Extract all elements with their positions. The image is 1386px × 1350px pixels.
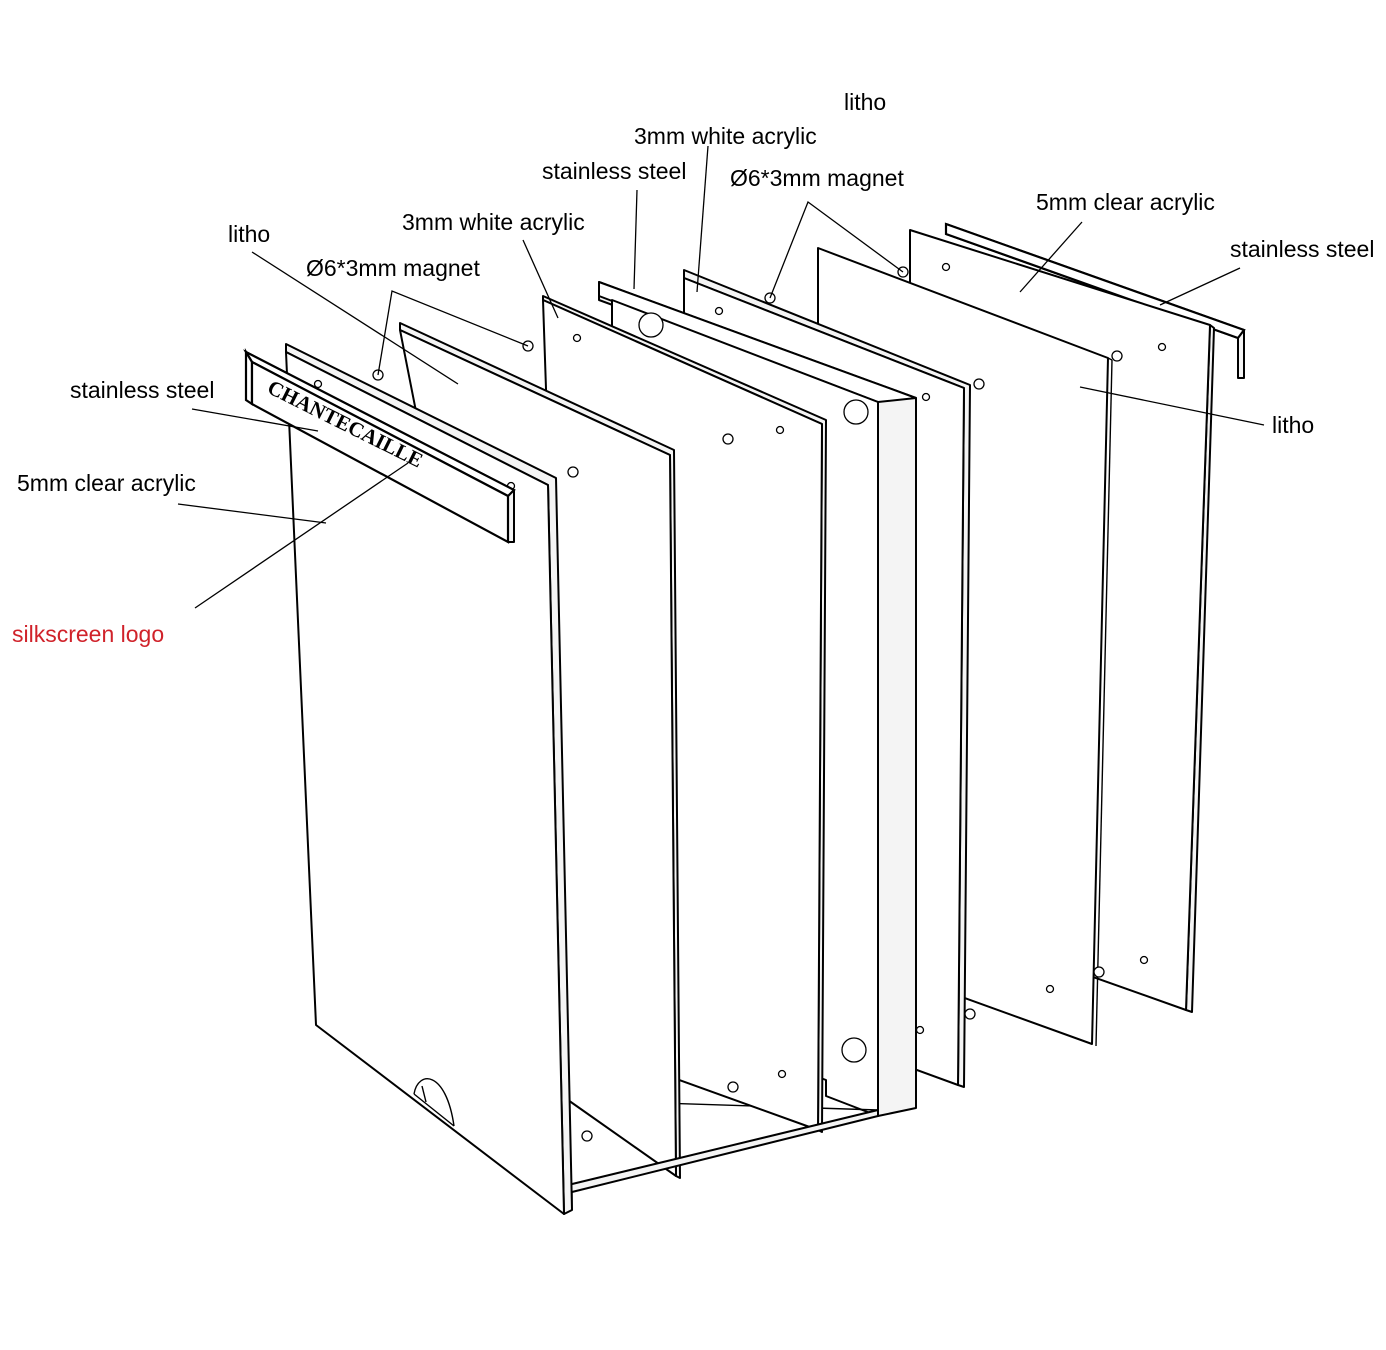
magnet — [1111, 350, 1123, 362]
screw-hole — [1139, 955, 1149, 965]
magnet — [581, 1130, 593, 1142]
screw-hole — [1157, 342, 1167, 352]
back-stainless-steel-strip — [944, 222, 1246, 379]
magnet — [973, 378, 985, 390]
label-stainless-steel-mid: stainless steel — [542, 158, 686, 184]
frame-hole — [843, 399, 869, 425]
screw-hole — [1045, 984, 1055, 994]
label-stainless-steel-right: stainless steel — [1230, 236, 1374, 262]
screw-hole — [313, 379, 323, 389]
label-white-acrylic-left: 3mm white acrylic — [402, 209, 585, 235]
screw-hole — [941, 262, 951, 272]
screw-hole — [714, 306, 724, 316]
frame-hole — [638, 312, 664, 338]
screw-hole — [915, 1025, 925, 1035]
frame-hole — [841, 1037, 867, 1063]
label-magnet-top: Ø6*3mm magnet — [730, 165, 904, 191]
label-white-acrylic-top: 3mm white acrylic — [634, 123, 817, 149]
magnet — [727, 1081, 739, 1093]
magnet — [567, 466, 579, 478]
label-clear-acrylic-top: 5mm clear acrylic — [1036, 189, 1215, 215]
screw-hole — [572, 333, 582, 343]
label-litho-top: litho — [844, 89, 886, 115]
label-clear-acrylic-left: 5mm clear acrylic — [17, 470, 196, 496]
screw-hole — [921, 392, 931, 402]
leader-lines — [177, 145, 1265, 609]
labels: litho 3mm white acrylic stainless steel … — [12, 89, 1374, 647]
label-stainless-steel-left: stainless steel — [70, 377, 214, 403]
magnet — [1093, 966, 1105, 978]
label-magnet-left: Ø6*3mm magnet — [306, 255, 480, 281]
label-litho-left: litho — [228, 221, 270, 247]
magnet — [964, 1008, 976, 1020]
screw-hole — [775, 425, 785, 435]
label-silkscreen-logo: silkscreen logo — [12, 621, 164, 647]
screw-hole — [777, 1069, 787, 1079]
label-litho-right: litho — [1272, 412, 1314, 438]
magnet — [722, 433, 734, 445]
